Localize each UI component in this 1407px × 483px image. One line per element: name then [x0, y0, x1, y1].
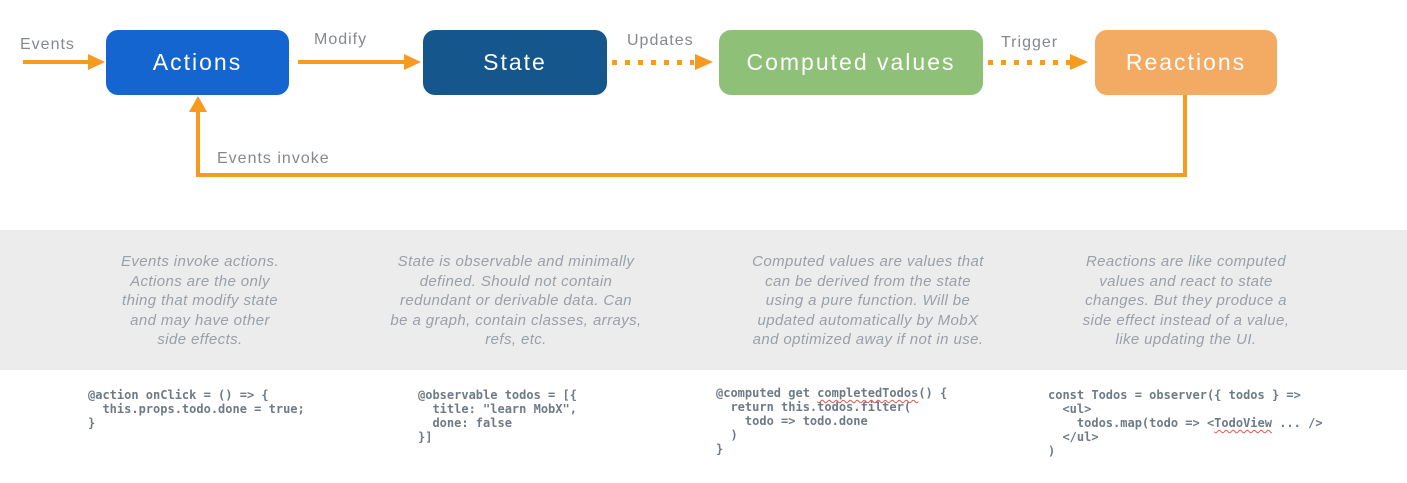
node-state: State: [423, 30, 607, 95]
arrow-trigger-head-icon: [1070, 54, 1088, 70]
description-state: State is observable and minimally define…: [390, 253, 642, 348]
code-snippet-observable: @observable todos = [{ title: "learn Mob…: [418, 388, 577, 444]
arrow-updates-dotted-line: [612, 60, 694, 65]
arrow-trigger-dotted-line: [988, 60, 1070, 65]
node-computed-values: Computed values: [719, 30, 983, 95]
node-reactions: Reactions: [1095, 30, 1277, 95]
arrow-modify-line: [298, 60, 405, 64]
loop-line-bottom: [196, 173, 1187, 177]
arrow-events-line: [23, 60, 89, 64]
edge-label-updates: Updates: [627, 32, 694, 49]
edge-label-trigger: Trigger: [1001, 34, 1059, 51]
description-band: [0, 230, 1407, 370]
code-snippet-computed: @computed get completedTodos() { return …: [716, 386, 948, 456]
arrow-modify-head-icon: [404, 54, 421, 70]
arrow-updates-head-icon: [695, 54, 713, 70]
description-computed-values: Computed values are values that can be d…: [752, 253, 984, 348]
code-snippet-observer: const Todos = observer({ todos } => <ul>…: [1048, 388, 1323, 458]
edge-label-events: Events: [20, 36, 75, 53]
description-reactions: Reactions are like computed values and r…: [1082, 253, 1290, 348]
loop-line-right: [1183, 94, 1187, 177]
code-snippet-action: @action onClick = () => { this.props.tod…: [88, 388, 305, 430]
description-actions: Events invoke actions. Actions are the o…: [120, 253, 280, 348]
edge-label-modify: Modify: [314, 31, 368, 48]
arrow-events-head-icon: [88, 54, 105, 70]
loop-arrow-head-icon: [189, 96, 207, 112]
loop-line-left: [196, 111, 200, 173]
node-actions: Actions: [106, 30, 289, 95]
edge-label-events-invoke: Events invoke: [217, 150, 330, 167]
